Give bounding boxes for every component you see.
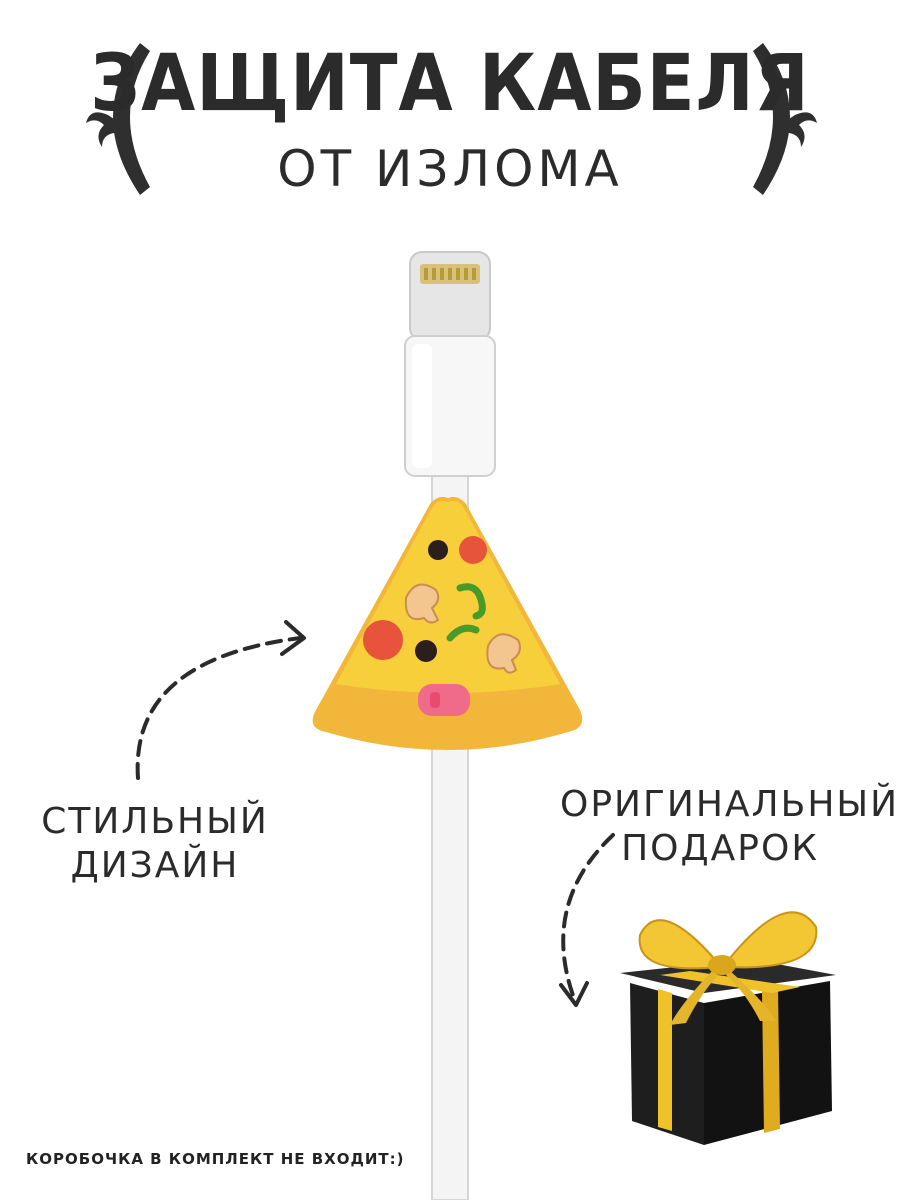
page-subtitle: ОТ ИЗЛОМА	[277, 140, 623, 198]
gift-callout-line1: ОРИГИНАЛЬНЫЙ	[560, 784, 900, 825]
design-arrow-icon	[135, 620, 306, 780]
gift-box-icon	[620, 911, 836, 1145]
right-bracket-icon	[753, 43, 817, 195]
design-callout-line1: СТИЛЬНЫЙ	[41, 801, 269, 842]
left-bracket-icon	[86, 43, 150, 195]
lightning-cable-icon	[404, 251, 496, 1200]
gift-arrow-icon	[559, 833, 615, 1007]
pizza-slice-icon	[312, 496, 583, 750]
gift-callout: ОРИГИНАЛЬНЫЙ ПОДАРОК	[560, 783, 900, 871]
footer-disclaimer: КОРОБОЧКА В КОМПЛЕКТ НЕ ВХОДИТ:)	[26, 1150, 405, 1168]
design-callout: СТИЛЬНЫЙ ДИЗАЙН	[30, 800, 280, 888]
page-title: ЗАЩИТА КАБЕЛЯ	[90, 37, 810, 129]
gift-callout-line2: ПОДАРОК	[621, 828, 819, 869]
design-callout-line2: ДИЗАЙН	[70, 845, 240, 886]
